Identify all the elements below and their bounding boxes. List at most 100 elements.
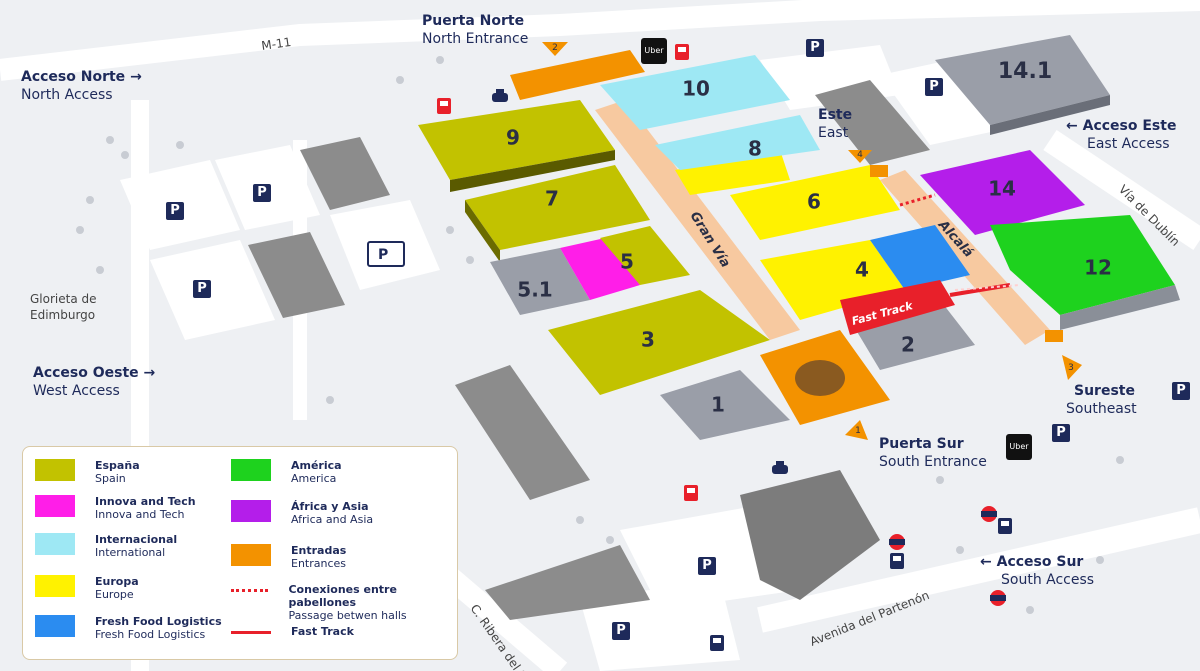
entrance-marker-1 bbox=[845, 420, 868, 440]
parking-icon: P bbox=[612, 622, 630, 640]
bus-icon bbox=[998, 518, 1012, 534]
gran-via-walkway bbox=[595, 100, 800, 340]
puerta-sur-label: Puerta Sur South Entrance bbox=[879, 435, 987, 471]
legend-fresh-sub: Fresh Food Logistics bbox=[95, 628, 206, 641]
park-and-ride-icon bbox=[367, 241, 405, 267]
legend-internacional-sub: International bbox=[95, 546, 166, 559]
entrance-1-number: 1 bbox=[855, 426, 861, 436]
legend-swatch bbox=[231, 459, 271, 481]
uber-icon: Uber bbox=[1006, 434, 1032, 460]
legend-swatch bbox=[231, 544, 271, 566]
legend-innova-sub: Innova and Tech bbox=[95, 508, 185, 521]
legend-swatch bbox=[35, 495, 75, 517]
hall-3 bbox=[548, 290, 770, 395]
hall-14-1 bbox=[935, 35, 1110, 125]
puerta-sur-sub: South Entrance bbox=[879, 454, 987, 470]
bus-icon bbox=[890, 553, 904, 569]
covered-parking bbox=[300, 137, 390, 210]
hall-14 bbox=[920, 150, 1085, 235]
arrow-right-icon: → bbox=[143, 365, 156, 381]
glorieta-label-2: Edimburgo bbox=[30, 308, 95, 322]
acceso-norte-label: Acceso Norte → North Access bbox=[21, 68, 142, 104]
legend-entradas-title: Entradas bbox=[291, 544, 347, 557]
hall-8-label: 8 bbox=[748, 137, 762, 161]
hall-4-fresh-food bbox=[870, 225, 970, 290]
covered-parking bbox=[815, 80, 930, 165]
hall-10-label: 10 bbox=[682, 77, 710, 101]
hall-2-label: 2 bbox=[901, 333, 915, 357]
hall-1 bbox=[660, 370, 790, 440]
legend-swatch bbox=[35, 615, 75, 637]
dotted-line-icon bbox=[231, 589, 269, 592]
legend-conexiones-title: Conexiones entre pabellones bbox=[288, 583, 397, 609]
parking-lot bbox=[330, 200, 440, 290]
puerta-norte-label: Puerta Norte North Entrance bbox=[422, 12, 528, 48]
puerta-norte-title: Puerta Norte bbox=[422, 13, 525, 29]
este-title: Este bbox=[818, 107, 853, 123]
sureste-title: Sureste bbox=[1074, 383, 1135, 399]
parking-icon: P bbox=[166, 202, 184, 220]
taxi-icon bbox=[772, 461, 788, 474]
bus-icon bbox=[684, 485, 698, 501]
parking-icon: P bbox=[1052, 424, 1070, 442]
entrance-marker-2 bbox=[542, 42, 568, 56]
entrance-marker-3 bbox=[1062, 355, 1082, 380]
acceso-este-title: Acceso Este bbox=[1082, 118, 1177, 134]
hall-12 bbox=[990, 215, 1175, 315]
acceso-sur-sub: South Access bbox=[1001, 572, 1095, 588]
legend-america-sub: America bbox=[291, 472, 337, 485]
legend-internacional-title: Internacional bbox=[95, 533, 178, 546]
acceso-oeste-label: Acceso Oeste → West Access bbox=[33, 364, 155, 400]
entrance-3-number: 3 bbox=[1068, 363, 1074, 373]
acceso-oeste-title: Acceso Oeste bbox=[33, 365, 139, 381]
hall-9 bbox=[418, 100, 615, 180]
hall-9-label: 9 bbox=[506, 126, 520, 150]
solid-line-icon bbox=[231, 631, 271, 634]
covered-parking bbox=[485, 545, 650, 620]
hall-3-label: 3 bbox=[641, 328, 655, 352]
este-label: Este East bbox=[818, 106, 852, 142]
parking-icon: P bbox=[253, 184, 271, 202]
legend-espana-sub: Spain bbox=[95, 472, 126, 485]
uber-icon: Uber bbox=[641, 38, 667, 64]
hall-14-1-label: 14.1 bbox=[998, 59, 1052, 84]
parking-lot bbox=[150, 240, 275, 340]
bus-icon bbox=[675, 44, 689, 60]
hall-4-label: 4 bbox=[855, 258, 869, 282]
metro-icon bbox=[889, 534, 905, 550]
parking-icon: P bbox=[806, 39, 824, 57]
hall-8 bbox=[655, 115, 820, 170]
parking-icon: P bbox=[1172, 382, 1190, 400]
legend-fast-title: Fast Track bbox=[291, 625, 354, 638]
legend-fresh-title: Fresh Food Logistics bbox=[95, 615, 222, 628]
hall-6 bbox=[730, 165, 900, 240]
hall-5-innova bbox=[560, 238, 640, 300]
acceso-oeste-sub: West Access bbox=[33, 383, 120, 399]
metro-icon bbox=[990, 590, 1006, 606]
parking-icon: P bbox=[698, 557, 716, 575]
legend-swatch bbox=[231, 500, 271, 522]
fast-track-lane bbox=[840, 280, 955, 335]
sureste-sub: Southeast bbox=[1066, 401, 1137, 417]
hall-1-label: 1 bbox=[711, 393, 725, 417]
parking-lot bbox=[880, 60, 1000, 145]
sureste-label: Sureste Southeast bbox=[1066, 382, 1137, 418]
hall-7-label: 7 bbox=[545, 187, 559, 211]
glorieta-label-1: Glorieta de bbox=[30, 292, 97, 306]
legend-conexiones-sub: Passage betwen halls bbox=[288, 609, 407, 622]
legend-entradas-sub: Entrances bbox=[291, 557, 347, 570]
hall-10 bbox=[600, 55, 790, 130]
hall-5 bbox=[600, 226, 690, 285]
hall-5-label: 5 bbox=[620, 250, 634, 274]
park-and-ride-letter: P bbox=[378, 247, 388, 263]
covered-parking bbox=[455, 365, 590, 500]
entrance-north-building bbox=[510, 50, 645, 100]
